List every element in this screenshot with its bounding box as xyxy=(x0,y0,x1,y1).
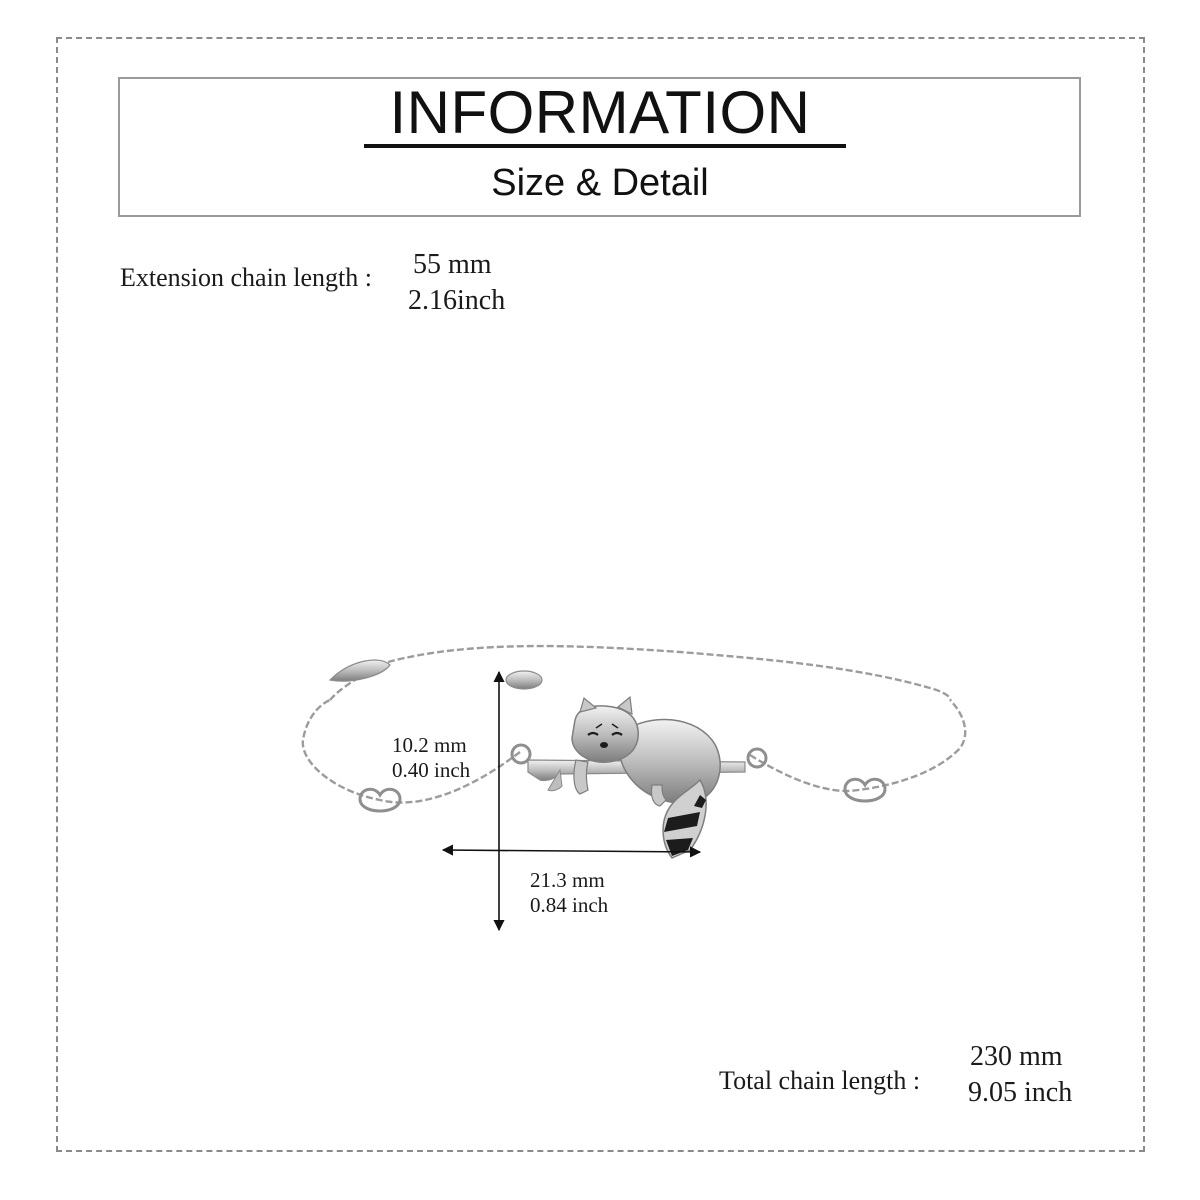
extension-value-inch: 2.16inch xyxy=(408,285,506,316)
total-value-mm: 230 mm xyxy=(970,1041,1063,1072)
width-value-mm: 21.3 mm xyxy=(530,868,605,892)
width-value-inch: 0.84 inch xyxy=(530,893,609,917)
jump-ring-right xyxy=(746,747,768,769)
heart-link-right xyxy=(843,777,887,803)
header-box xyxy=(118,77,1081,217)
width-dimension-arrow xyxy=(441,844,702,858)
page-title: INFORMATION xyxy=(389,79,811,146)
extension-tag xyxy=(328,659,391,682)
title-underline xyxy=(364,144,846,148)
height-value-mm: 10.2 mm xyxy=(392,733,467,757)
extension-value-mm: 55 mm xyxy=(413,249,492,280)
jump-ring-left xyxy=(510,743,532,765)
page-subtitle: Size & Detail xyxy=(491,162,709,204)
red-panda-pendant xyxy=(571,695,721,859)
heart-link-left xyxy=(358,787,402,813)
lobster-clasp xyxy=(505,670,543,690)
dashed-frame xyxy=(56,37,1145,1152)
total-value-inch: 9.05 inch xyxy=(968,1077,1073,1108)
extension-label: Extension chain length : xyxy=(120,263,373,292)
height-value-inch: 0.40 inch xyxy=(392,758,471,782)
total-label: Total chain length : xyxy=(719,1066,921,1095)
